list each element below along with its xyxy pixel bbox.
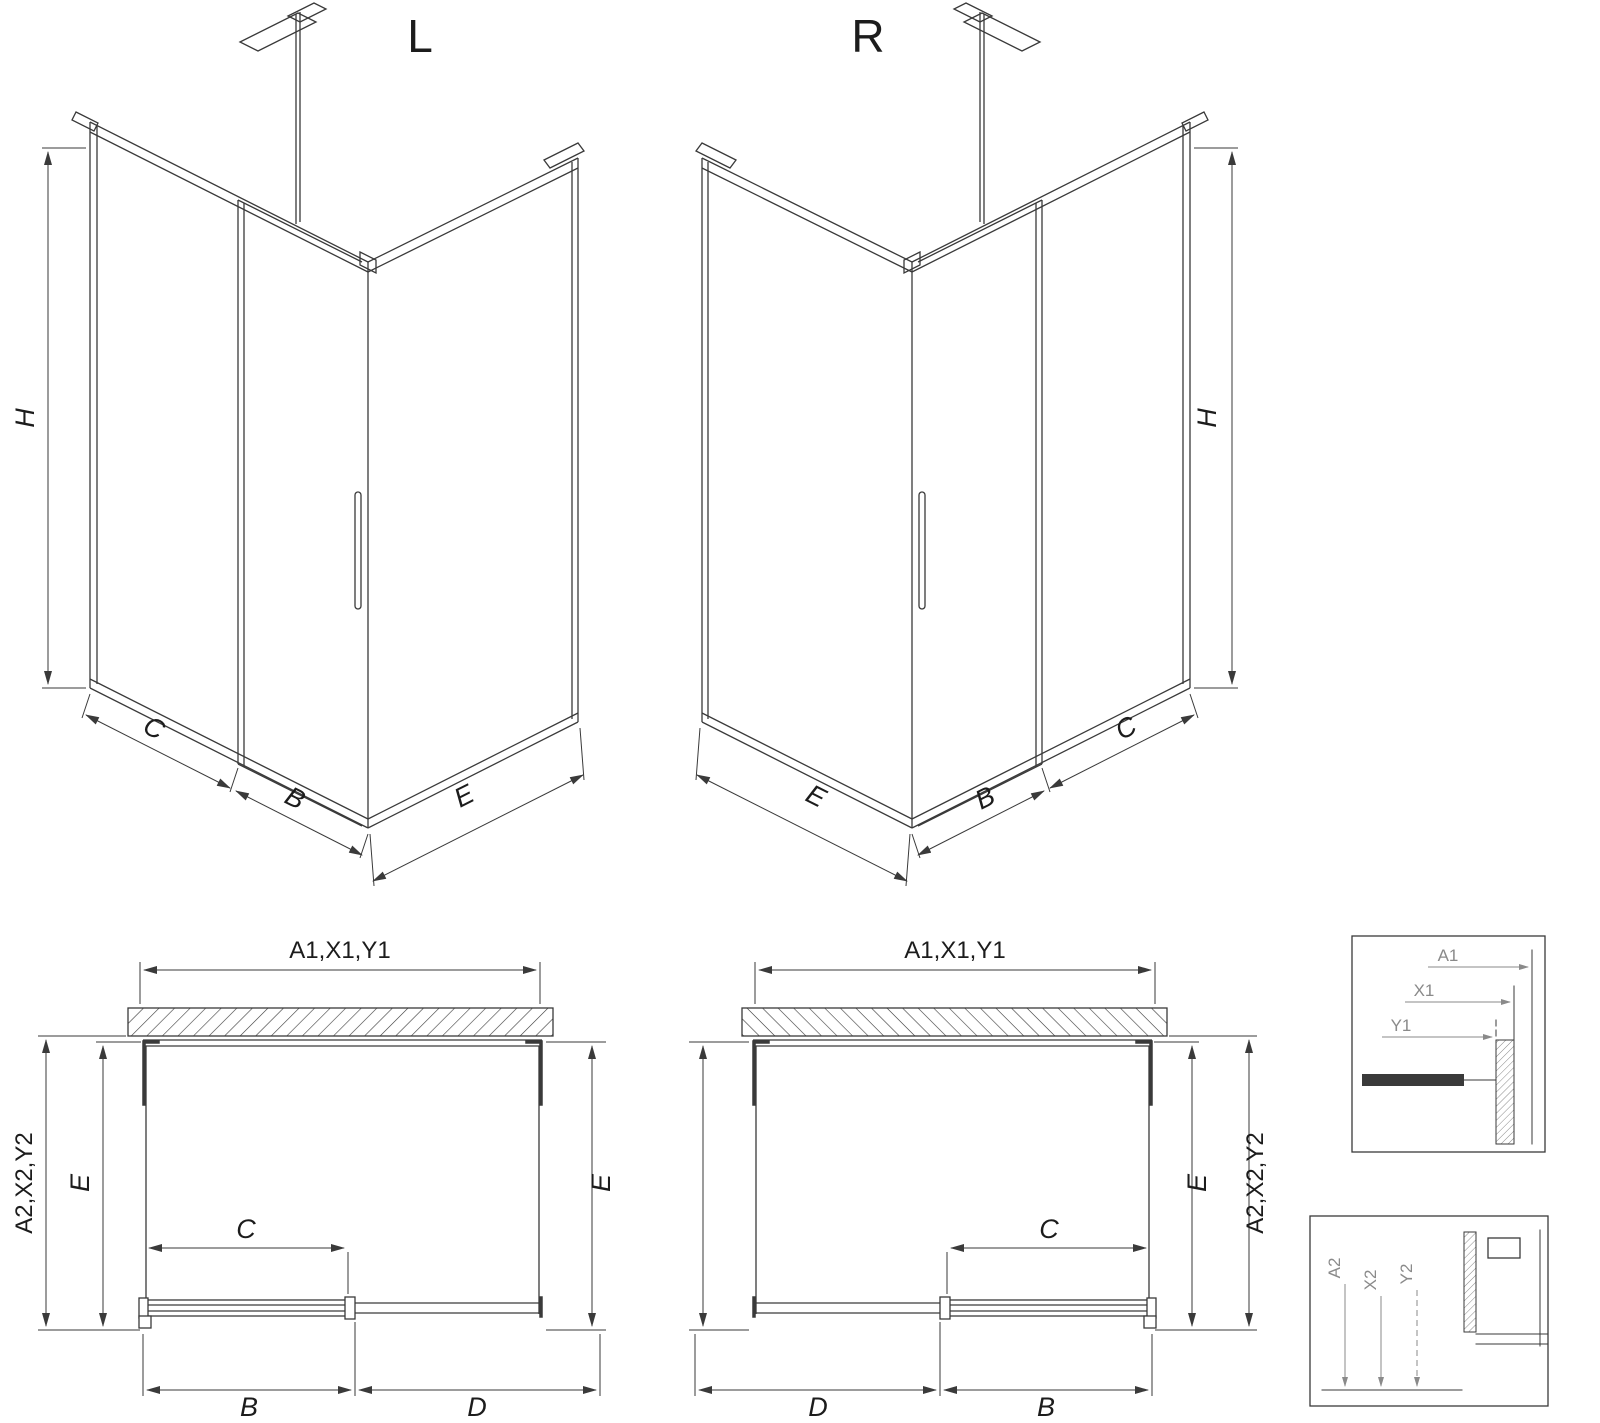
plan-view-right-art	[689, 962, 1257, 1396]
detail-label-a2: A2	[1325, 1258, 1344, 1279]
detail-label-a1: A1	[1438, 946, 1459, 965]
glass-section-hatch-vertical	[1463, 1231, 1477, 1333]
variant-label-right: R	[851, 10, 884, 62]
plan-left-dim-e-right-label: E	[586, 1173, 616, 1192]
iso-left-dim-e-label: E	[449, 778, 479, 813]
dimension-c	[81, 693, 239, 793]
plan-view-left-art	[38, 962, 606, 1396]
iso-right-dim-h-label: H	[1192, 408, 1222, 428]
plan-right-dim-a2-label: A2,X2,Y2	[1242, 1132, 1269, 1233]
iso-right-dim-e-label: E	[801, 779, 831, 814]
plan-dimension-a2	[38, 1035, 140, 1331]
wall-profile-section	[1362, 1074, 1464, 1086]
wall-profile-left	[142, 1040, 160, 1106]
plan-right-dim-a1-label: A1,X1,Y1	[904, 937, 1005, 964]
plan-dimension-e-inner	[96, 1041, 141, 1327]
plan-dimension-a1	[139, 962, 541, 1004]
detail-view-vertical: A2 X2 Y2	[1309, 1215, 1549, 1407]
detail-view-horizontal: A1 X1 Y1	[1351, 935, 1546, 1153]
plan-left-dim-b-label: B	[240, 1392, 258, 1422]
iso-view-right-art	[696, 3, 1238, 886]
side-wall-bracket	[543, 142, 585, 169]
corner-connector	[359, 250, 377, 275]
iso-view-left-art	[42, 2, 585, 887]
wall-profile-right	[525, 1040, 543, 1106]
detail-label-y1: Y1	[1391, 1016, 1412, 1035]
plan-left-dim-d-label: D	[467, 1392, 487, 1422]
building-wall-hatch	[127, 1007, 554, 1037]
door-assembly-plan	[138, 1296, 543, 1329]
plan-left-dim-a2-label: A2,X2,Y2	[11, 1132, 38, 1233]
detail-label-x2: X2	[1361, 1270, 1380, 1291]
plan-dimension-e-right	[546, 1041, 606, 1331]
dimension-b	[235, 790, 369, 859]
plan-left-dim-c-label: C	[236, 1214, 256, 1244]
door-handle	[354, 491, 362, 610]
iso-left-dim-h-label: H	[10, 408, 40, 428]
plan-right-dim-d-label: D	[808, 1392, 828, 1422]
dimension-h	[42, 147, 86, 689]
ceiling-bracket	[238, 12, 318, 52]
plan-dimension-c	[148, 1244, 349, 1294]
plan-right-dim-e-inner-label: E	[1182, 1173, 1212, 1192]
variant-label-left: L	[407, 10, 433, 62]
plan-left-dim-e-inner-label: E	[65, 1173, 95, 1192]
plan-right-dim-b-label: B	[1037, 1392, 1055, 1422]
detail-label-y2: Y2	[1397, 1264, 1416, 1285]
sliding-door	[237, 199, 363, 827]
top-bracket-section	[1487, 1237, 1521, 1259]
wall-profile-anchor	[71, 111, 99, 132]
plan-dimension-d	[358, 1334, 601, 1396]
dimension-e	[369, 727, 585, 887]
glass-section-hatch	[1495, 1039, 1515, 1145]
plan-right-dim-c-label: C	[1039, 1214, 1059, 1244]
plan-left-dim-a1-label: A1,X1,Y1	[289, 937, 390, 964]
plan-dimension-b	[142, 1322, 356, 1396]
detail-label-x1: X1	[1414, 981, 1435, 1000]
